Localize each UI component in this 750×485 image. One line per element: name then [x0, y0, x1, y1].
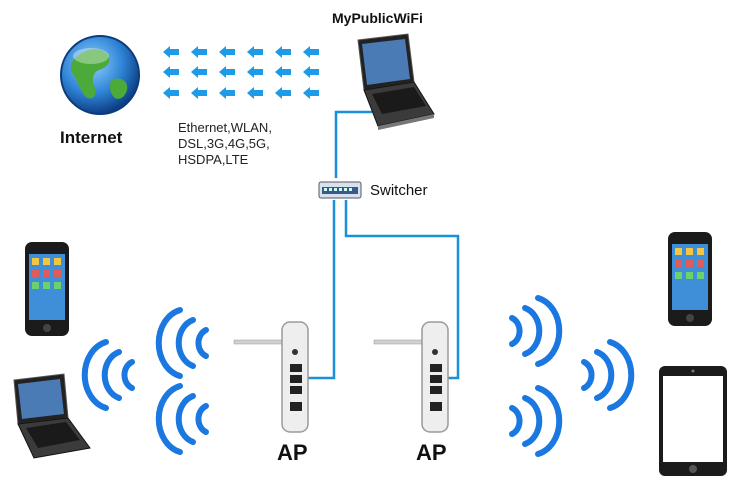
- connection-types-label: Ethernet,WLAN, DSL,3G,4G,5G, HSDPA,LTE: [178, 120, 272, 167]
- smartphone-icon: [668, 232, 712, 326]
- internet-label: Internet: [60, 128, 123, 147]
- router-icon: [373, 321, 449, 433]
- smartphone-icon: [25, 242, 69, 336]
- switcher-label: Switcher: [370, 182, 428, 199]
- laptop-icon: [13, 373, 91, 459]
- globe-icon: [60, 35, 140, 115]
- ap-left-label: AP: [277, 440, 308, 465]
- laptop-icon: [357, 33, 435, 130]
- switch-icon: [318, 181, 362, 199]
- wifi-signal-icon: [509, 385, 563, 457]
- tablet-icon: [659, 366, 727, 476]
- wifi-signal-icon: [155, 307, 209, 379]
- wifi-signal-icon: [155, 383, 209, 455]
- ap-right-label: AP: [416, 440, 447, 465]
- wifi-signal-icon: [509, 295, 563, 367]
- wifi-signal-icon: [581, 339, 635, 411]
- router-icon: [233, 321, 309, 433]
- wifi-signal-icon: [81, 339, 135, 411]
- diagram-title: MyPublicWiFi: [332, 10, 423, 26]
